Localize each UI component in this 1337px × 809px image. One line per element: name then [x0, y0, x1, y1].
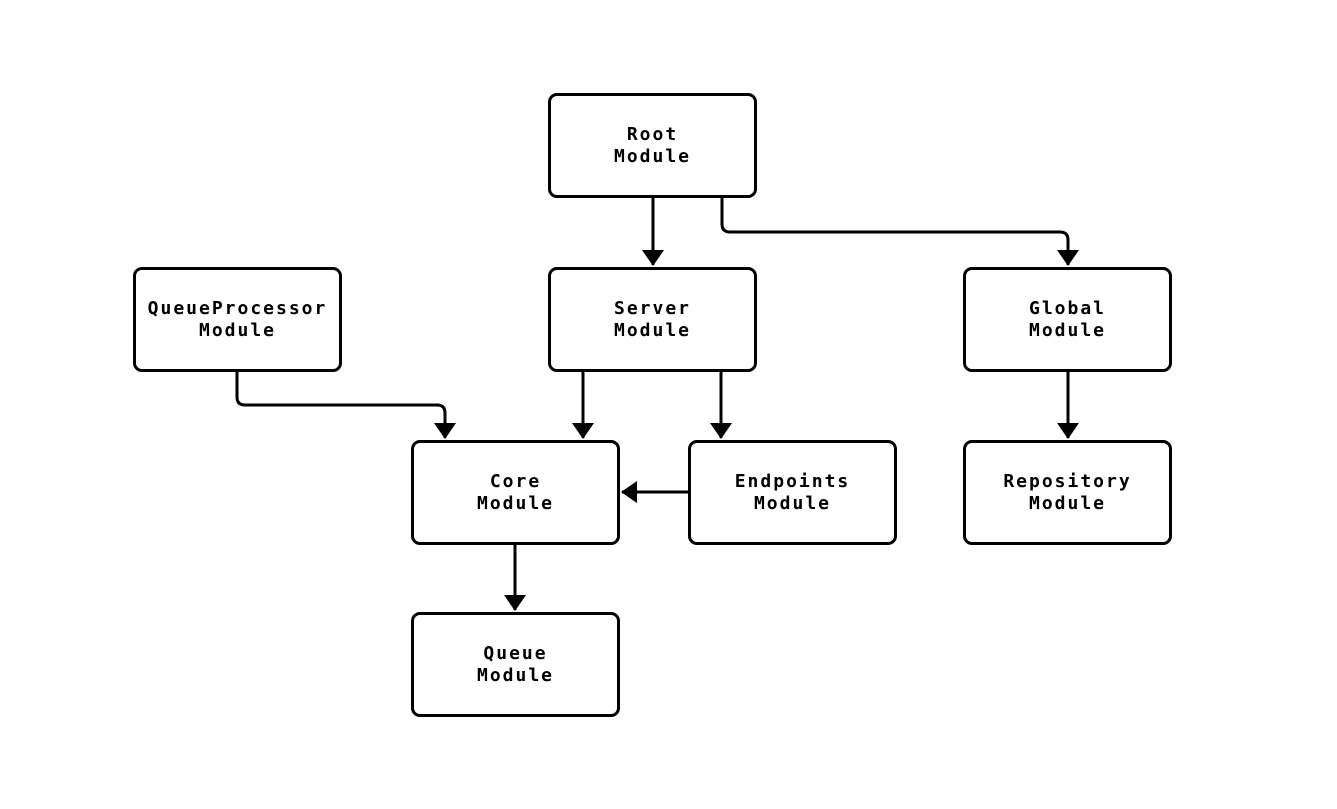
node-queue-module: Queue Module	[411, 612, 620, 717]
node-server-module-label: Server Module	[613, 297, 692, 341]
node-repository-module: Repository Module	[963, 440, 1172, 545]
node-global-module-label: Global Module	[1028, 297, 1107, 341]
edge-root-to-global-arrow	[720, 198, 1079, 266]
node-core-module: Core Module	[411, 440, 620, 545]
node-queueprocessor-module-label: QueueProcessor Module	[147, 297, 328, 341]
node-repository-module-label: Repository Module	[1003, 470, 1132, 514]
node-endpoints-module-label: Endpoints Module	[734, 470, 851, 514]
node-server-module: Server Module	[548, 267, 757, 372]
node-queueprocessor-module: QueueProcessor Module	[133, 267, 342, 372]
node-root-module: Root Module	[548, 93, 757, 198]
node-core-module-label: Core Module	[476, 470, 555, 514]
node-queue-module-label: Queue Module	[476, 642, 555, 686]
node-global-module: Global Module	[963, 267, 1172, 372]
node-root-module-label: Root Module	[613, 123, 692, 167]
edge-queueprocessor-to-core-arrow	[235, 372, 456, 439]
node-endpoints-module: Endpoints Module	[688, 440, 897, 545]
